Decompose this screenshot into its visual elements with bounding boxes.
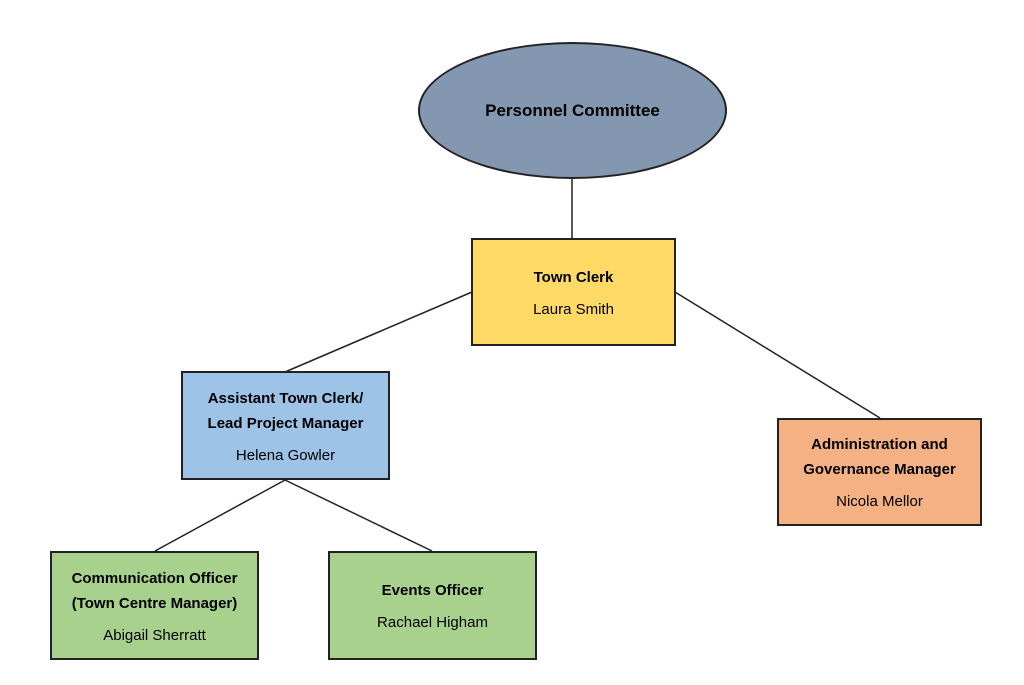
town-clerk-title: Town Clerk [533, 268, 614, 286]
communication-name: Abigail Sherratt [103, 626, 206, 644]
communication-title-line1: Communication Officer [71, 569, 238, 587]
communication-officer-node: Communication Officer (Town Centre Manag… [50, 551, 259, 660]
assistant-title-line1: Assistant Town Clerk/ [207, 389, 364, 407]
admin-title-line1: Administration and [811, 436, 948, 453]
administration-governance-node: Administration and Governance Manager Ni… [777, 418, 982, 526]
admin-name: Nicola Mellor [836, 493, 923, 510]
connector-clerk-assistant [284, 291, 473, 373]
communication-title-line2: (Town Centre Manager) [71, 594, 238, 612]
town-clerk-node: Town Clerk Laura Smith [471, 238, 676, 346]
personnel-committee-node: Personnel Committee [418, 42, 727, 179]
assistant-name: Helena Gowler [235, 446, 336, 464]
events-name: Rachael Higham [377, 614, 488, 631]
assistant-title-line2: Lead Project Manager [207, 414, 364, 432]
events-title: Events Officer [381, 582, 484, 599]
events-officer-node: Events Officer Rachael Higham [328, 551, 537, 660]
connector-assistant-events [284, 479, 433, 552]
admin-title-line2: Governance Manager [803, 461, 956, 478]
town-clerk-name: Laura Smith [533, 300, 614, 318]
connector-assistant-communication [154, 479, 286, 552]
assistant-town-clerk-node: Assistant Town Clerk/ Lead Project Manag… [181, 371, 390, 480]
connector-clerk-admin [674, 291, 881, 419]
personnel-committee-label: Personnel Committee [485, 101, 660, 120]
